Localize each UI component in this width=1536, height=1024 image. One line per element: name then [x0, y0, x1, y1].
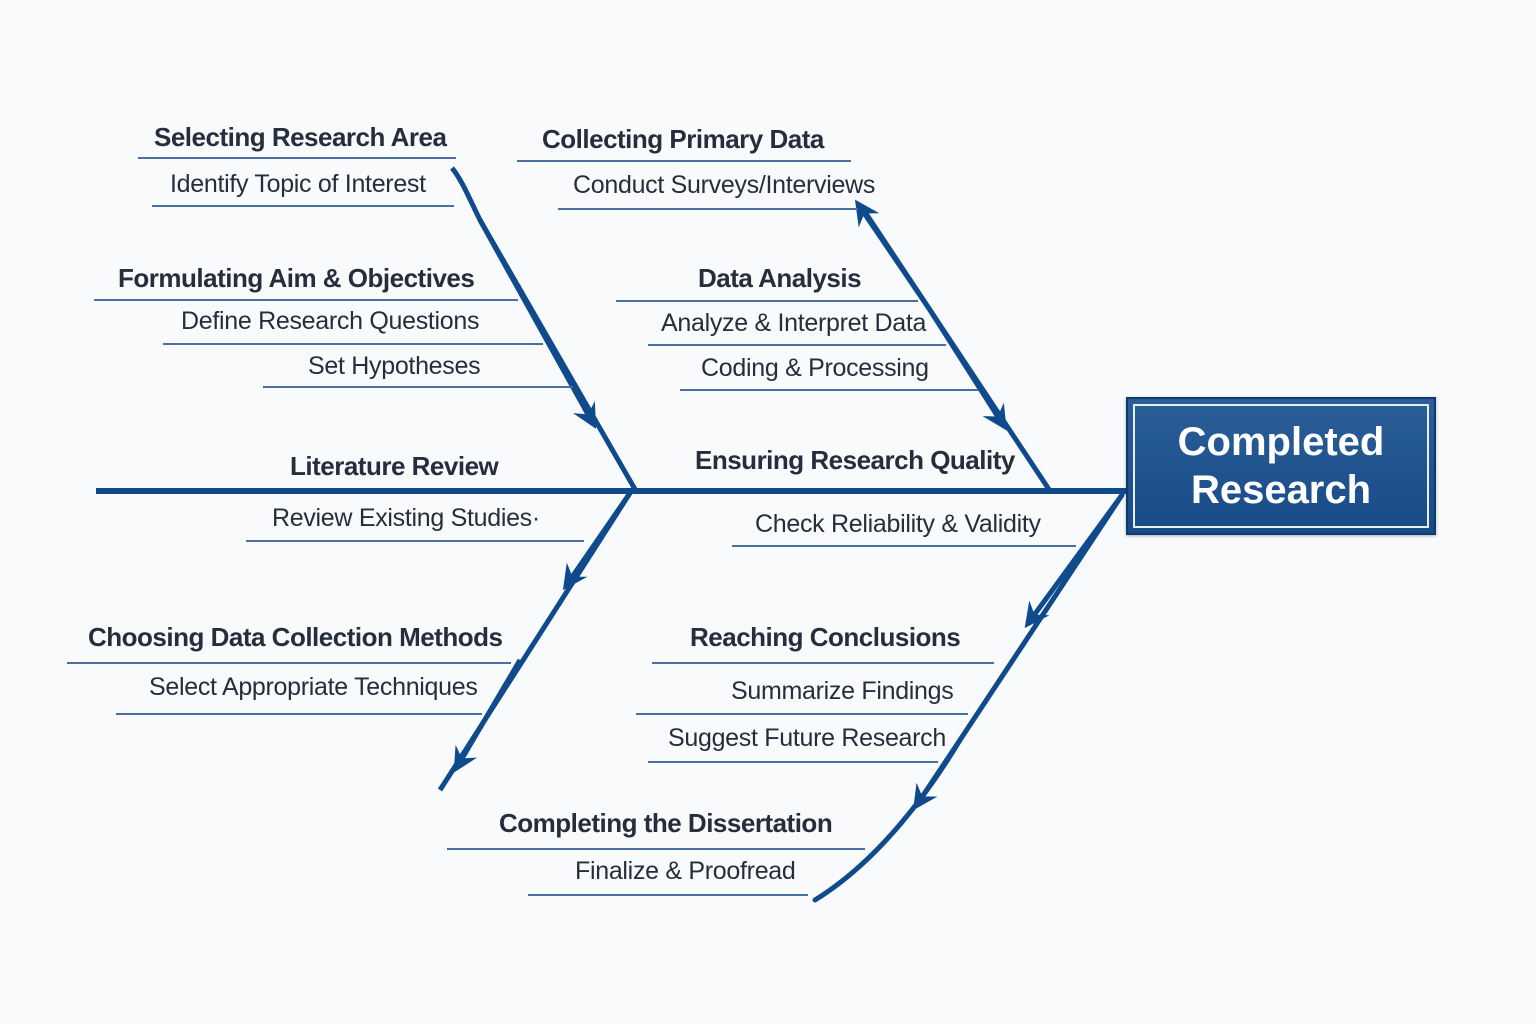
- underline: [67, 662, 511, 664]
- cause-item: Coding & Processing: [701, 354, 929, 382]
- cause-item: Finalize & Proofread: [575, 857, 796, 885]
- cause-item: Define Research Questions: [181, 307, 480, 335]
- underline: [517, 160, 851, 162]
- outcome-box-inner: Completed Research: [1133, 404, 1429, 528]
- arrow-lower-left-2: [453, 658, 523, 773]
- category-title: Ensuring Research Quality: [695, 445, 1015, 475]
- underline: [648, 344, 946, 346]
- underline: [528, 894, 808, 896]
- underline: [447, 848, 865, 850]
- underline: [116, 713, 482, 715]
- cause-item: Identify Topic of Interest: [170, 170, 426, 198]
- underline: [558, 208, 858, 210]
- arrow-lower-right-1: [1024, 493, 1125, 629]
- underline: [648, 761, 938, 763]
- cause-item: Conduct Surveys/Interviews: [573, 171, 876, 199]
- category-title: Collecting Primary Data: [542, 124, 824, 154]
- bone-upper-left: [450, 166, 639, 493]
- underline: [163, 343, 543, 345]
- underline: [636, 713, 968, 715]
- outcome-box: Completed Research: [1126, 397, 1436, 535]
- arrow-upper-right-bottom: [927, 308, 1007, 431]
- cause-item: Summarize Findings: [731, 677, 954, 705]
- underline: [732, 545, 1076, 547]
- cause-item: Suggest Future Research: [668, 724, 946, 752]
- category-title: Data Analysis: [698, 263, 862, 293]
- underline: [94, 299, 518, 301]
- underline: [616, 300, 918, 302]
- cause-item: Set Hypotheses: [308, 352, 481, 380]
- cause-item: Select Appropriate Techniques: [149, 673, 478, 701]
- outcome-line-2: Research: [1190, 468, 1372, 512]
- arrow-upper-left: [477, 218, 597, 429]
- outcome-label: Completed Research: [1178, 418, 1385, 514]
- cause-item: Review Existing Studies·: [272, 504, 540, 532]
- underline: [652, 662, 994, 664]
- cause-item: Analyze & Interpret Data: [661, 309, 927, 337]
- category-title: Reaching Conclusions: [690, 622, 961, 652]
- category-title: Selecting Research Area: [154, 122, 447, 152]
- underline: [246, 540, 584, 542]
- arrow-lower-left-1: [562, 491, 633, 591]
- category-title: Choosing Data Collection Methods: [88, 622, 503, 652]
- category-title: Completing the Dissertation: [499, 808, 833, 838]
- outcome-line-1: Completed: [1177, 420, 1385, 464]
- underline: [680, 389, 978, 391]
- underline: [138, 157, 456, 159]
- underline: [152, 205, 454, 207]
- underline: [263, 386, 573, 388]
- category-title: Literature Review: [290, 451, 499, 481]
- cause-item: Check Reliability & Validity: [755, 510, 1041, 538]
- arrow-upper-right-top: [854, 199, 933, 312]
- category-title: Formulating Aim & Objectives: [118, 263, 475, 293]
- arrow-lower-right-2: [913, 738, 963, 811]
